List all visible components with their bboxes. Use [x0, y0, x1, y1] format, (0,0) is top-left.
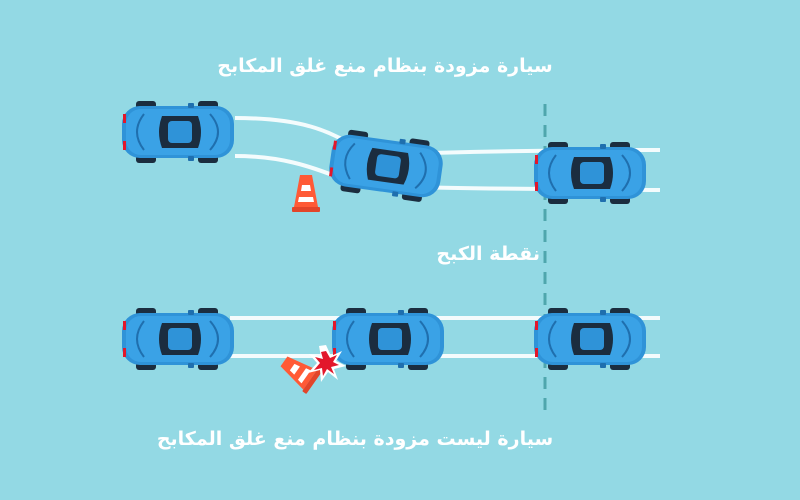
- bottom-car-middle: [331, 307, 445, 371]
- top-car-right: [533, 141, 647, 205]
- top-car-left: [121, 100, 235, 164]
- bottom-scenario-title: سيارة ليست مزودة بنظام منع غلق المكابح: [156, 428, 554, 450]
- top-car-middle: [325, 126, 447, 206]
- bottom-car-right: [533, 307, 647, 371]
- braking-point-label: نقطة الكبح: [436, 243, 540, 265]
- top-scenario-title: سيارة مزودة بنظام منع غلق المكابح: [217, 55, 553, 77]
- collision-burst-icon: [308, 345, 346, 382]
- bottom-car-left: [121, 307, 235, 371]
- top-cone-icon: [292, 175, 320, 212]
